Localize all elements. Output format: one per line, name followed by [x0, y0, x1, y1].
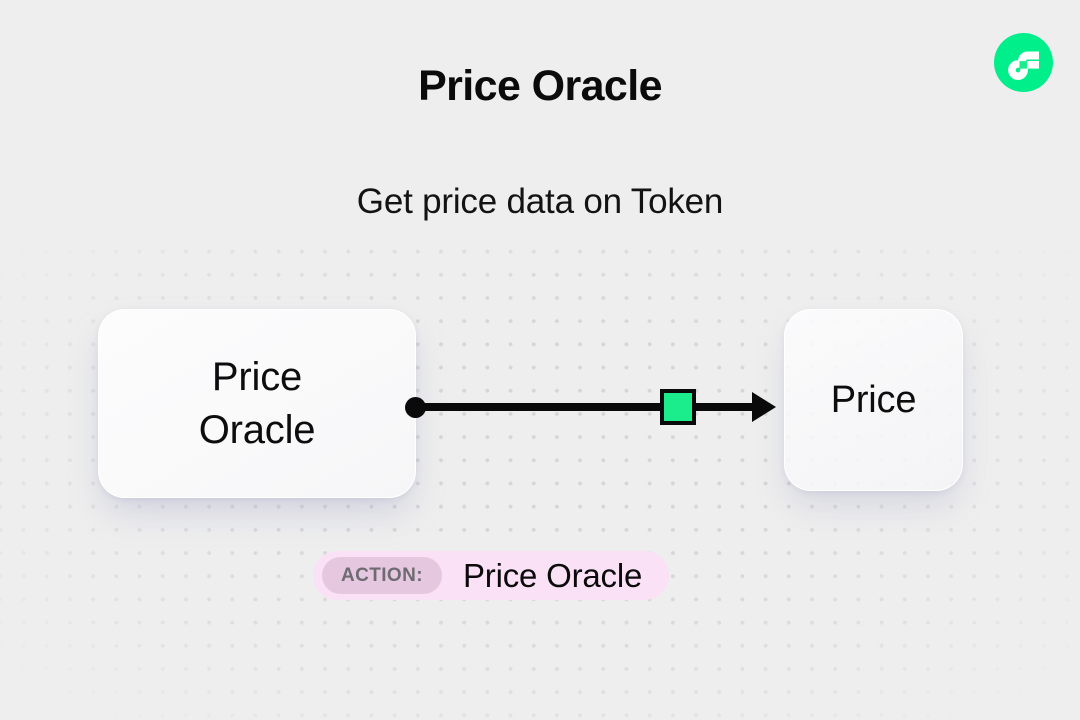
node-price-oracle[interactable]: Price Oracle — [98, 309, 416, 498]
edge-line — [415, 403, 770, 411]
edge-chip-icon[interactable] — [660, 389, 696, 425]
action-badge-value: Price Oracle — [462, 556, 643, 594]
action-badge-tag: ACTION: — [322, 557, 442, 594]
node-price-oracle-label: Price Oracle — [198, 354, 316, 452]
node-price[interactable]: Price — [784, 309, 963, 491]
page-subtitle: Get price data on Token — [356, 182, 724, 221]
node-price-label: Price — [830, 378, 917, 421]
page-title: Price Oracle — [418, 62, 662, 110]
edge-arrow-head-icon — [752, 392, 776, 422]
flow-logo — [994, 33, 1053, 92]
action-badge[interactable]: ACTION: Price Oracle — [313, 551, 670, 600]
